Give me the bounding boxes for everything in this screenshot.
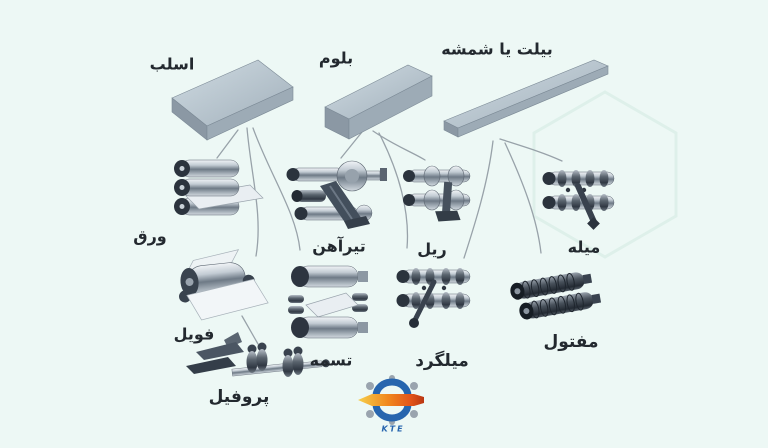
logo-bottom-roller-icon — [372, 403, 412, 422]
label-wire: مفتول — [543, 332, 599, 352]
label-rebar: میلگرد — [415, 351, 469, 371]
connector-bloom-rail — [372, 130, 426, 161]
connector-billet-wire — [504, 142, 542, 254]
label-rod: میله — [567, 237, 601, 257]
connector-billet-rod — [499, 138, 563, 162]
bloom-illustration — [324, 64, 433, 140]
profile-mill-illustration — [186, 332, 330, 377]
label-rail: ریل — [417, 239, 447, 259]
connector-billet-rebar — [463, 140, 494, 259]
kte-logo — [358, 375, 424, 425]
label-sheet: ورق — [133, 226, 167, 246]
logo-text: KTE — [381, 424, 405, 434]
foil-mill-illustration — [179, 249, 269, 321]
connector-foil-profile — [241, 315, 259, 345]
label-slab: اسلب — [149, 54, 195, 74]
label-foil: فویل — [173, 324, 215, 344]
hexagon-watermark — [532, 90, 678, 259]
rod-mill-illustration — [542, 170, 615, 230]
label-ibeam: تیرآهن — [312, 236, 366, 256]
billet-illustration — [443, 59, 609, 138]
sheet-mill-illustration — [174, 159, 264, 216]
logo-arrow-icon — [358, 394, 424, 406]
connector-bloom-rebar — [378, 132, 409, 249]
wire-coils-illustration — [510, 272, 602, 320]
label-strip: تسمه — [309, 350, 353, 370]
strip-mill-illustration — [288, 265, 368, 339]
connector-bloom-ibeam — [340, 131, 363, 159]
slab-illustration — [171, 59, 294, 141]
label-billet: بیلت یا شمشه — [441, 39, 553, 59]
ibeam-mill-illustration — [286, 160, 387, 229]
rebar-mill-illustration — [396, 268, 471, 328]
connector-slab-strip — [252, 127, 301, 251]
label-bloom: بلوم — [318, 48, 354, 68]
label-profile: پروفیل — [208, 387, 270, 407]
connector-slab-sheet — [216, 129, 239, 159]
connector-lines — [216, 127, 563, 345]
rail-mill-illustration — [403, 165, 471, 222]
logo-top-roller-icon — [372, 378, 412, 397]
